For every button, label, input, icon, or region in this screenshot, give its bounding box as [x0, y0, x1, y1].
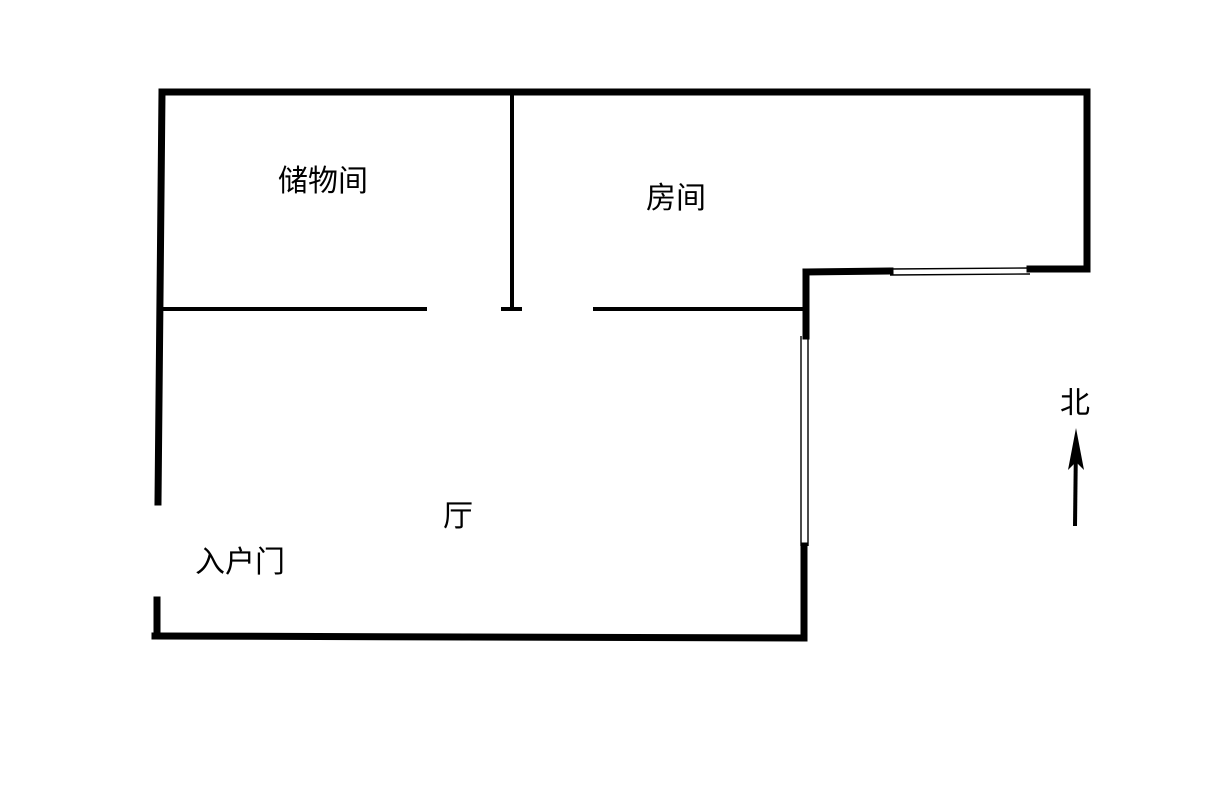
room-label-storage: 储物间	[278, 164, 368, 199]
room-label-entrance: 入户门	[195, 545, 285, 580]
window-north	[889, 267, 1031, 276]
wall-step-left	[802, 267, 894, 276]
window-east	[800, 336, 809, 546]
interior-walls	[160, 90, 808, 311]
outer-walls	[151, 88, 1091, 642]
north-label: 北	[1060, 386, 1090, 421]
north-arrow-icon	[1068, 428, 1084, 470]
north-compass: 北	[1060, 386, 1090, 527]
wall-bottom	[151, 632, 808, 642]
room-label-living: 厅	[443, 499, 473, 534]
wall-left-upper	[154, 88, 166, 506]
room-label-bedroom: 房间	[646, 181, 706, 216]
